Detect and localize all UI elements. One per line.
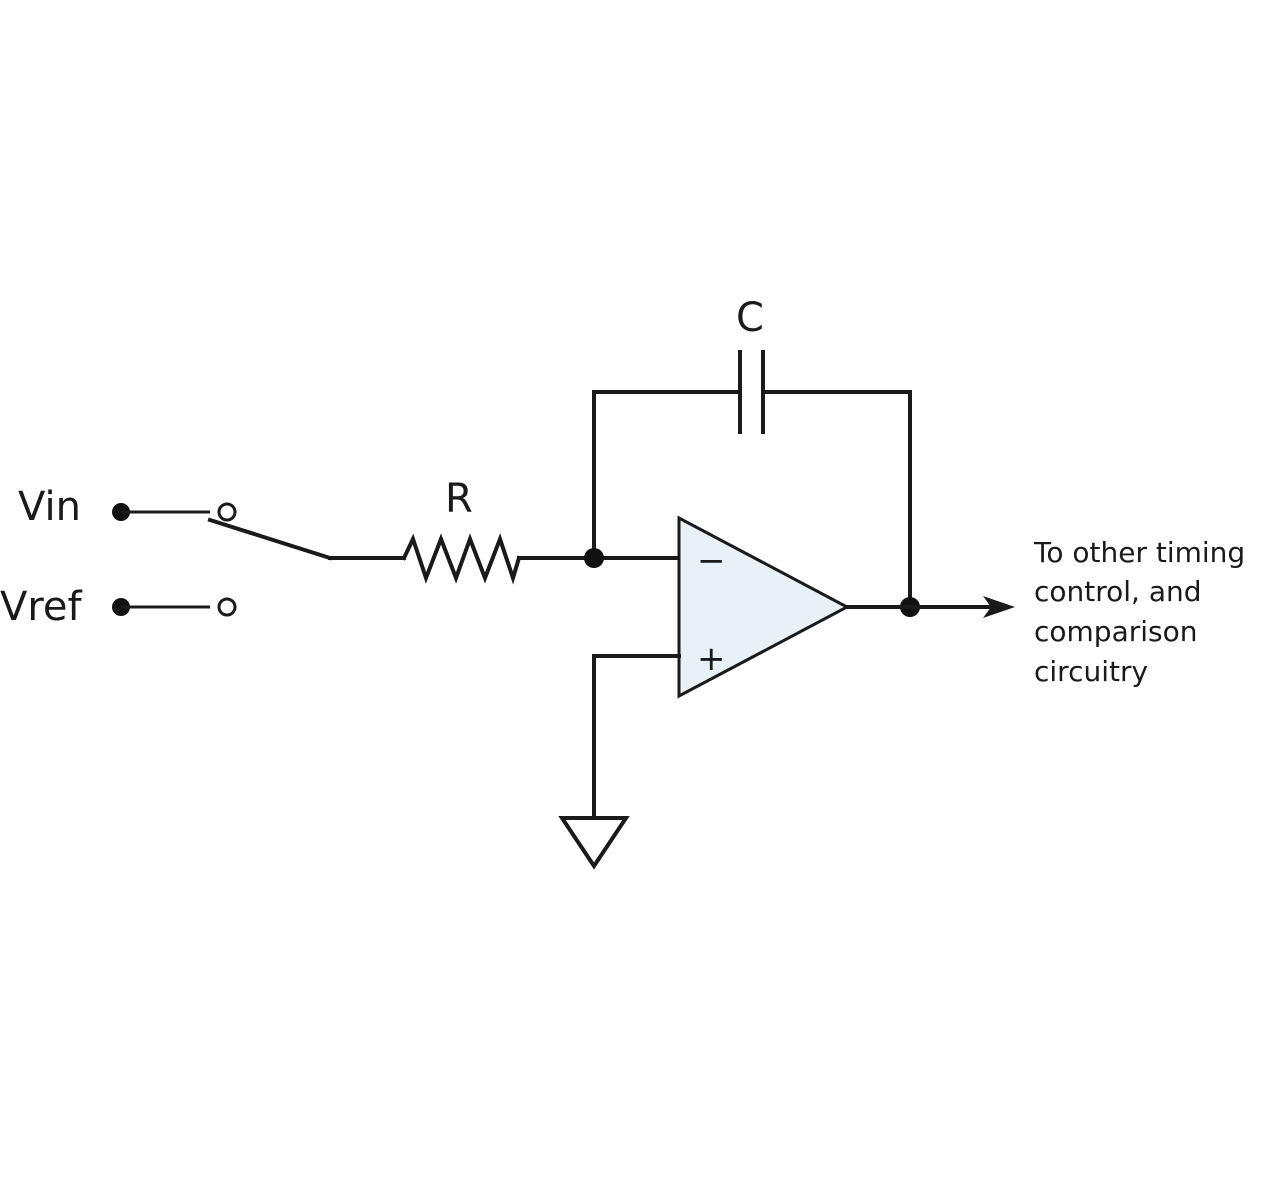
output-note-line-2: control, and bbox=[1034, 575, 1202, 608]
output-note-line-1: To other timing bbox=[1033, 536, 1245, 569]
vin-switch-contact bbox=[217, 502, 237, 522]
switch-arm bbox=[207, 517, 333, 561]
vin-label: Vin bbox=[18, 484, 81, 530]
output-arrowhead bbox=[983, 596, 1015, 618]
resistor-label: R bbox=[445, 476, 473, 522]
vref-switch-contact bbox=[217, 597, 237, 617]
noninverting-input-sign: + bbox=[697, 639, 726, 679]
output-note-line-4: circuitry bbox=[1034, 655, 1148, 688]
ground-symbol bbox=[558, 816, 630, 870]
output-note-line-3: comparison bbox=[1034, 615, 1198, 648]
inverting-node-dot bbox=[584, 548, 604, 568]
resistor-symbol bbox=[401, 533, 522, 585]
inverting-input-sign: − bbox=[697, 541, 726, 581]
vref-label: Vref bbox=[0, 584, 83, 630]
capacitor-label: C bbox=[736, 295, 764, 341]
noninverting-input-wire bbox=[592, 654, 681, 820]
feedback-right-wire bbox=[761, 390, 912, 609]
op-amp bbox=[677, 515, 851, 699]
feedback-left-wire bbox=[592, 390, 742, 560]
